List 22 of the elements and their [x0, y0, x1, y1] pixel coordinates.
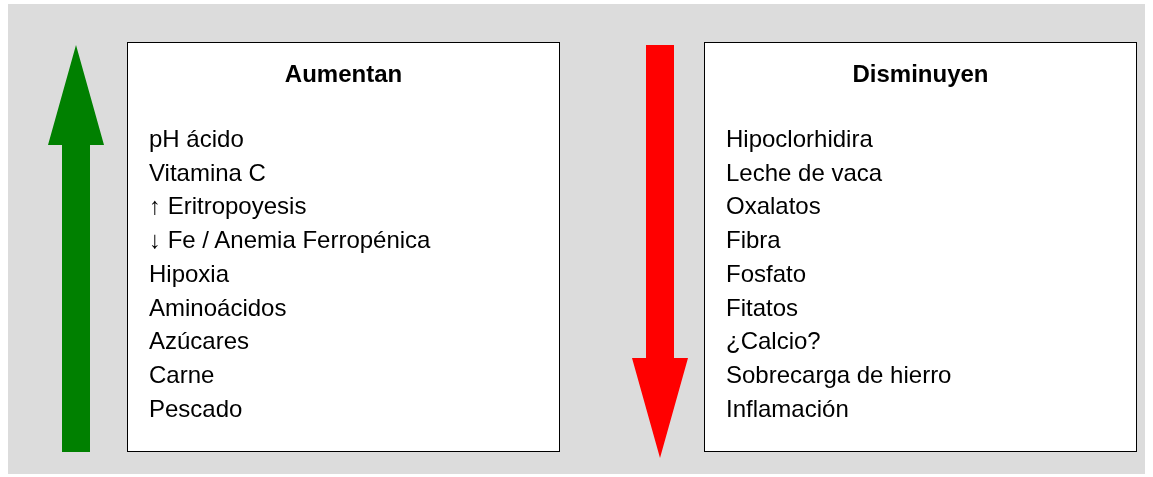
list-item: ↑ Eritropoyesis: [149, 191, 307, 222]
list-item: Fitatos: [726, 292, 799, 323]
list-item: Hipoclorhidira: [726, 124, 873, 154]
list-item: Azúcares: [149, 326, 250, 357]
list-item: Carne: [149, 359, 215, 390]
box-heading: Aumentan: [283, 59, 404, 89]
list-item: ↓ Fe / Anemia Ferropénica: [149, 225, 431, 256]
list-item: Aminoácidos: [149, 292, 287, 323]
list-item: Hipoxia: [149, 258, 230, 289]
list-item: Sobrecarga de hierro: [726, 359, 952, 390]
list-item: Fibra: [726, 225, 781, 256]
list-item: Vitamina C: [149, 157, 266, 188]
list-item: Leche de vaca: [726, 157, 883, 188]
list-item: pH ácido: [149, 124, 244, 154]
box-heading: Disminuyen: [851, 59, 990, 89]
list-item: Oxalatos: [726, 191, 821, 222]
list-box: [704, 42, 1137, 452]
list-item: Inflamación: [726, 393, 849, 424]
list-item: Fosfato: [726, 258, 807, 289]
list-box: [127, 42, 560, 452]
list-item: ¿Calcio?: [726, 326, 821, 357]
list-item: Pescado: [149, 393, 243, 424]
